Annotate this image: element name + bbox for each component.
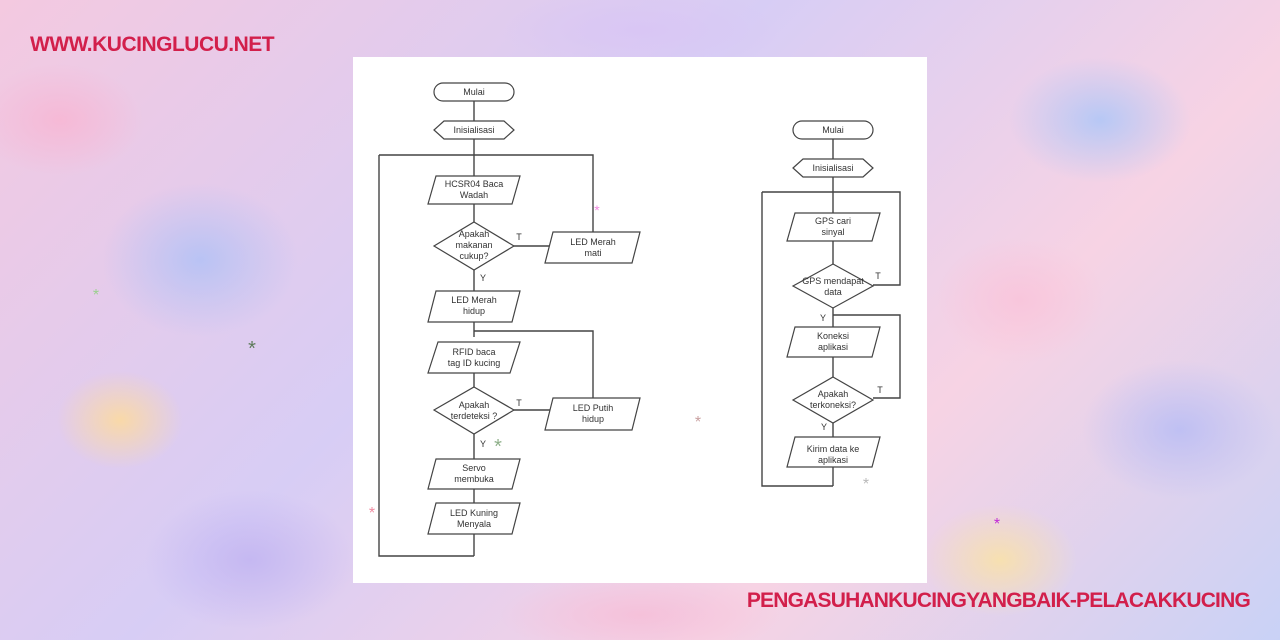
decision-food xyxy=(432,221,516,271)
io-label: aplikasi xyxy=(818,455,848,465)
decision-label: Apakah xyxy=(459,229,490,239)
init-label: Inisialisasi xyxy=(812,163,853,173)
flowchart-gps: Mulai Inisialisasi GPS cari sinyal GPS m… xyxy=(761,120,901,487)
star-icon: * xyxy=(248,338,256,360)
io-label: mati xyxy=(584,248,601,258)
decision-label: terdeteksi ? xyxy=(451,411,498,421)
io-label: aplikasi xyxy=(818,342,848,352)
io-label: Servo xyxy=(462,463,486,473)
start-terminal xyxy=(433,82,515,102)
start-label: Mulai xyxy=(463,87,485,97)
decision-label: data xyxy=(824,287,842,297)
star-icon: * xyxy=(695,414,701,431)
branch-no-label: T xyxy=(875,271,881,281)
footer-tag: PENGASUHANKUCINGYANGBAIK-PELACAKKUCING xyxy=(746,589,1251,612)
connector-lines xyxy=(378,101,594,557)
io-label: Kirim data ke xyxy=(807,444,860,454)
io-label: LED Putih xyxy=(573,403,614,413)
decision-label: terkoneksi? xyxy=(810,400,856,410)
io-label: hidup xyxy=(582,414,604,424)
site-watermark: WWW.KUCINGLUCU.NET xyxy=(30,33,275,56)
branch-yes-label: Y xyxy=(820,313,826,323)
start-terminal xyxy=(792,120,874,140)
decision-gps-data xyxy=(791,263,875,309)
io-label: membuka xyxy=(454,474,494,484)
servo-open-io xyxy=(427,458,521,490)
decision-connected xyxy=(791,376,875,424)
init-label: Inisialisasi xyxy=(453,125,494,135)
flowchart-feeder: Mulai Inisialisasi HCSR04 Baca Wadah Apa… xyxy=(378,82,641,557)
star-icon: * xyxy=(369,505,375,522)
star-icon: * xyxy=(863,476,869,493)
io-label: hidup xyxy=(463,306,485,316)
io-label: Koneksi xyxy=(817,331,849,341)
io-label: GPS cari xyxy=(815,216,851,226)
star-icon: * xyxy=(994,516,1000,533)
decision-detected xyxy=(432,386,516,435)
gps-search-io xyxy=(786,212,881,242)
init-hexagon xyxy=(433,120,515,140)
white-led-on-io xyxy=(544,397,641,431)
decision-label: GPS mendapat xyxy=(802,276,864,286)
branch-yes-label: Y xyxy=(480,439,486,449)
star-icon: * xyxy=(594,202,600,218)
sensor-read-io xyxy=(427,175,521,205)
decorative-stars: * * * * * * * * xyxy=(93,202,1000,533)
io-label: LED Merah xyxy=(570,237,616,247)
decision-label: Apakah xyxy=(818,389,849,399)
io-label: Wadah xyxy=(460,190,488,200)
branch-no-label: T xyxy=(877,385,883,395)
io-label: RFID baca xyxy=(452,347,495,357)
yellow-led-on-io xyxy=(427,502,521,535)
branch-no-label: T xyxy=(516,398,522,408)
star-icon: * xyxy=(93,287,99,304)
send-data-io xyxy=(786,436,881,468)
io-label: LED Merah xyxy=(451,295,497,305)
io-label: Menyala xyxy=(457,519,491,529)
branch-yes-label: Y xyxy=(480,273,486,283)
star-icon: * xyxy=(494,436,502,458)
decision-label: makanan xyxy=(455,240,492,250)
io-label: sinyal xyxy=(821,227,844,237)
connector-lines xyxy=(761,139,901,487)
init-hexagon xyxy=(792,158,874,178)
io-label: LED Kuning xyxy=(450,508,498,518)
decision-label: Apakah xyxy=(459,400,490,410)
io-label: HCSR04 Baca xyxy=(445,179,504,189)
branch-no-label: T xyxy=(516,232,522,242)
rfid-read-io xyxy=(427,341,521,374)
red-led-off-io xyxy=(544,231,641,264)
branch-yes-label: Y xyxy=(821,422,827,432)
start-label: Mulai xyxy=(822,125,844,135)
io-label: tag ID kucing xyxy=(448,358,501,368)
decision-label: cukup? xyxy=(459,251,488,261)
red-led-on-io xyxy=(427,290,521,323)
connect-app-io xyxy=(786,326,881,358)
